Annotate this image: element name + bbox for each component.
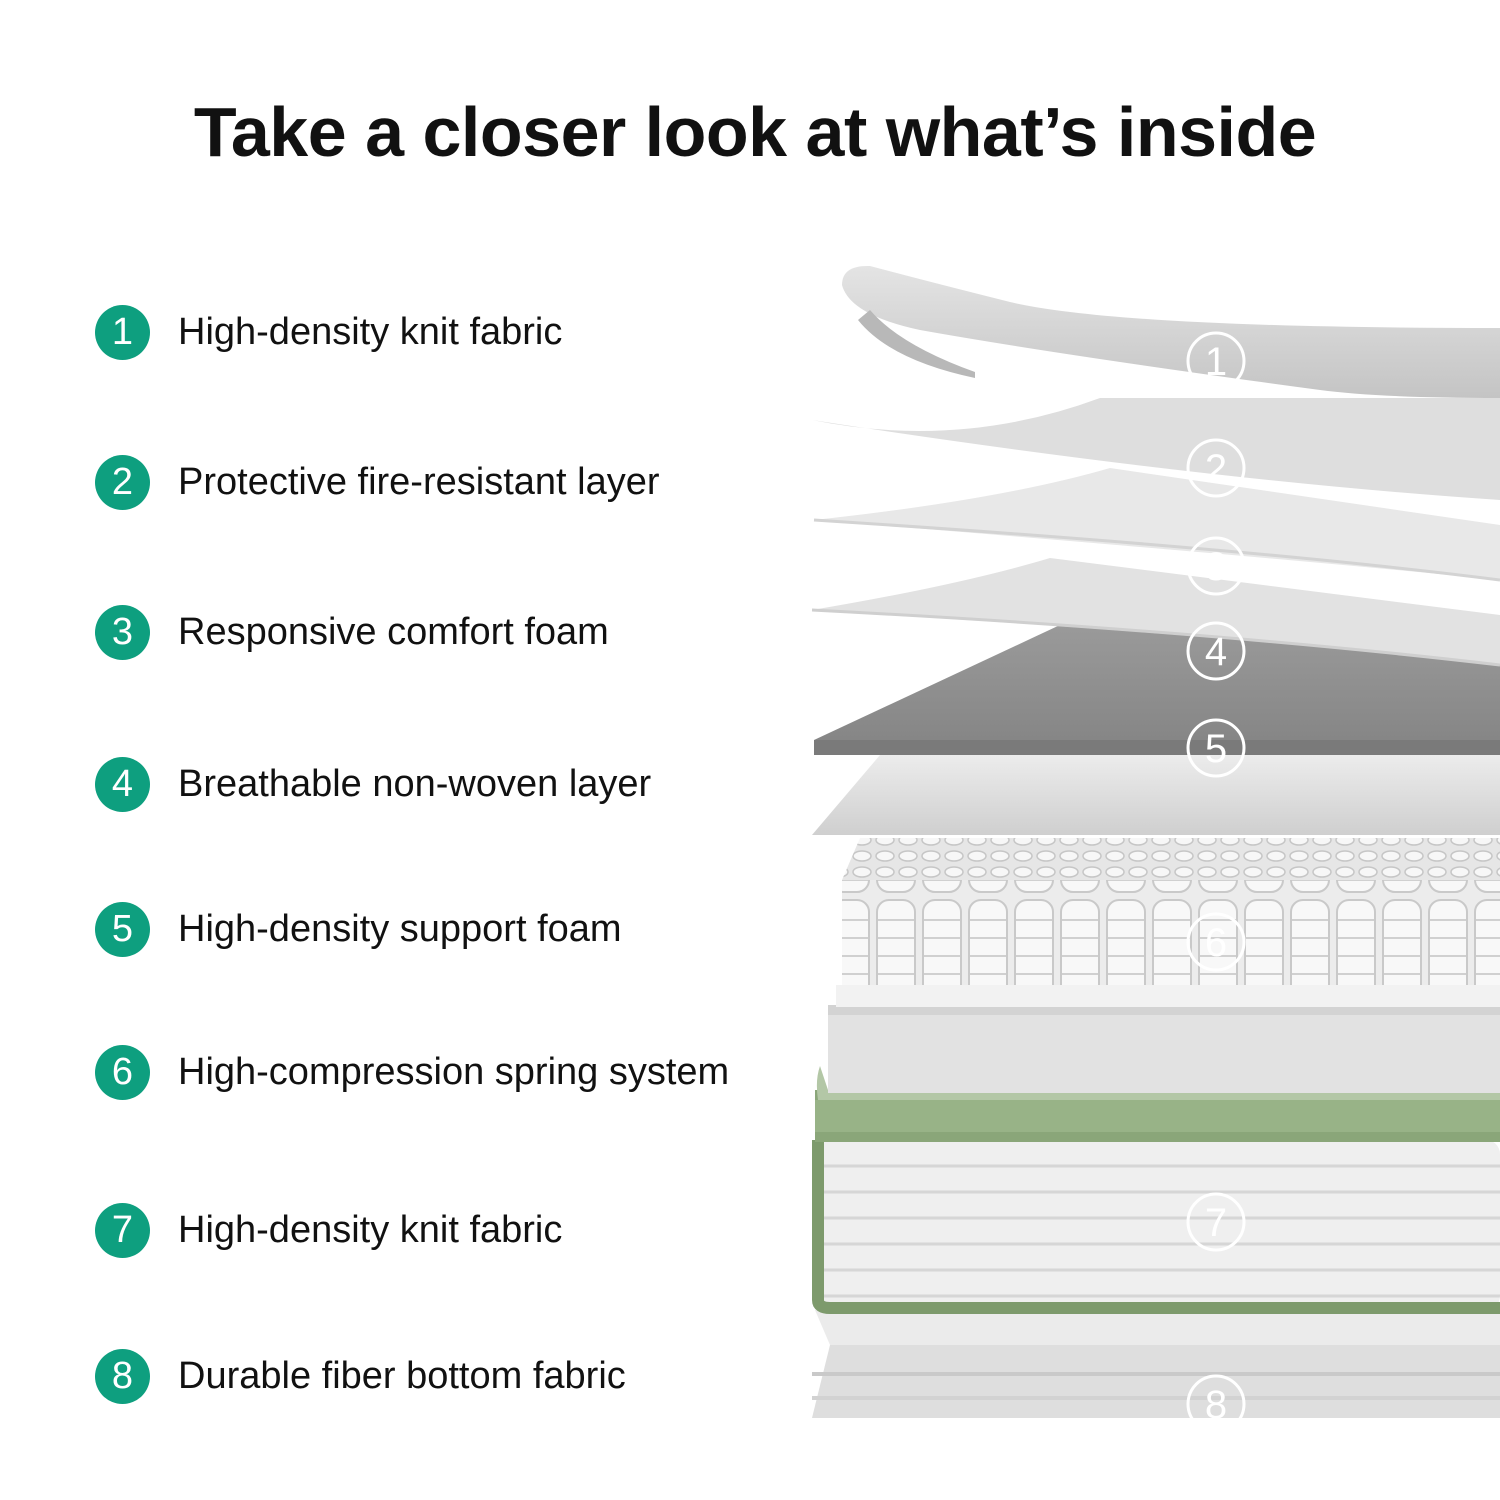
lower-knit-block — [815, 1140, 1500, 1310]
layer-item-5: 5 High-density support foam — [95, 901, 622, 957]
fire-resistant-sheet — [814, 468, 1500, 580]
top-knit-fabric-shape — [842, 265, 1500, 398]
layer-label-4: Breathable non-woven layer — [178, 762, 652, 805]
support-foam-shape — [814, 625, 1500, 740]
marker-3: 3 — [1186, 536, 1246, 596]
number-badge-1: 1 — [95, 304, 150, 360]
marker-6: 6 — [1186, 912, 1246, 972]
layer-item-6: 6 High-compression spring system — [95, 1044, 729, 1100]
number-badge-7: 7 — [95, 1202, 150, 1258]
number-badge-8: 8 — [95, 1348, 150, 1404]
svg-text:7: 7 — [1205, 1201, 1227, 1245]
marker-5: 5 — [1186, 718, 1246, 778]
layer-label-2: Protective fire-resistant layer — [178, 460, 660, 503]
svg-text:6: 6 — [1205, 921, 1227, 965]
spring-coil-tops — [842, 838, 1500, 880]
marker-7: 7 — [1186, 1192, 1246, 1252]
marker-4: 4 — [1186, 621, 1246, 681]
number-badge-2: 2 — [95, 454, 150, 510]
layer-item-8: 8 Durable fiber bottom fabric — [95, 1348, 626, 1404]
number-badge-6: 6 — [95, 1044, 150, 1100]
svg-text:3: 3 — [1205, 545, 1227, 589]
nonwoven-layer-shape — [812, 755, 1500, 835]
svg-text:5: 5 — [1205, 727, 1227, 771]
spring-coils — [842, 880, 1500, 992]
layer-item-3: 3 Responsive comfort foam — [95, 604, 609, 660]
marker-2: 2 — [1186, 438, 1246, 498]
layer-label-5: High-density support foam — [178, 907, 622, 950]
bottom-fabric-shape — [812, 1345, 1500, 1418]
layer-item-4: 4 Breathable non-woven layer — [95, 756, 651, 812]
svg-text:8: 8 — [1205, 1383, 1227, 1427]
page-title: Take a closer look at what’s inside — [193, 93, 1317, 171]
layer-label-8: Durable fiber bottom fabric — [178, 1354, 626, 1397]
layer-label-6: High-compression spring system — [178, 1050, 730, 1093]
svg-text:1: 1 — [1205, 340, 1227, 384]
svg-text:4: 4 — [1205, 630, 1227, 674]
comfort-foam-sheet — [812, 558, 1500, 665]
layer-item-2: 2 Protective fire-resistant layer — [95, 454, 660, 510]
number-badge-4: 4 — [95, 756, 150, 812]
number-badge-3: 3 — [95, 604, 150, 660]
layer-label-1: High-density knit fabric — [178, 310, 563, 353]
layer-item-1: 1 High-density knit fabric — [95, 304, 562, 360]
layer-label-3: Responsive comfort foam — [178, 610, 609, 653]
layer-item-7: 7 High-density knit fabric — [95, 1202, 562, 1258]
svg-text:2: 2 — [1205, 447, 1227, 491]
marker-1: 1 — [1186, 331, 1246, 391]
number-badge-5: 5 — [95, 901, 150, 957]
layer-label-7: High-density knit fabric — [178, 1208, 563, 1251]
